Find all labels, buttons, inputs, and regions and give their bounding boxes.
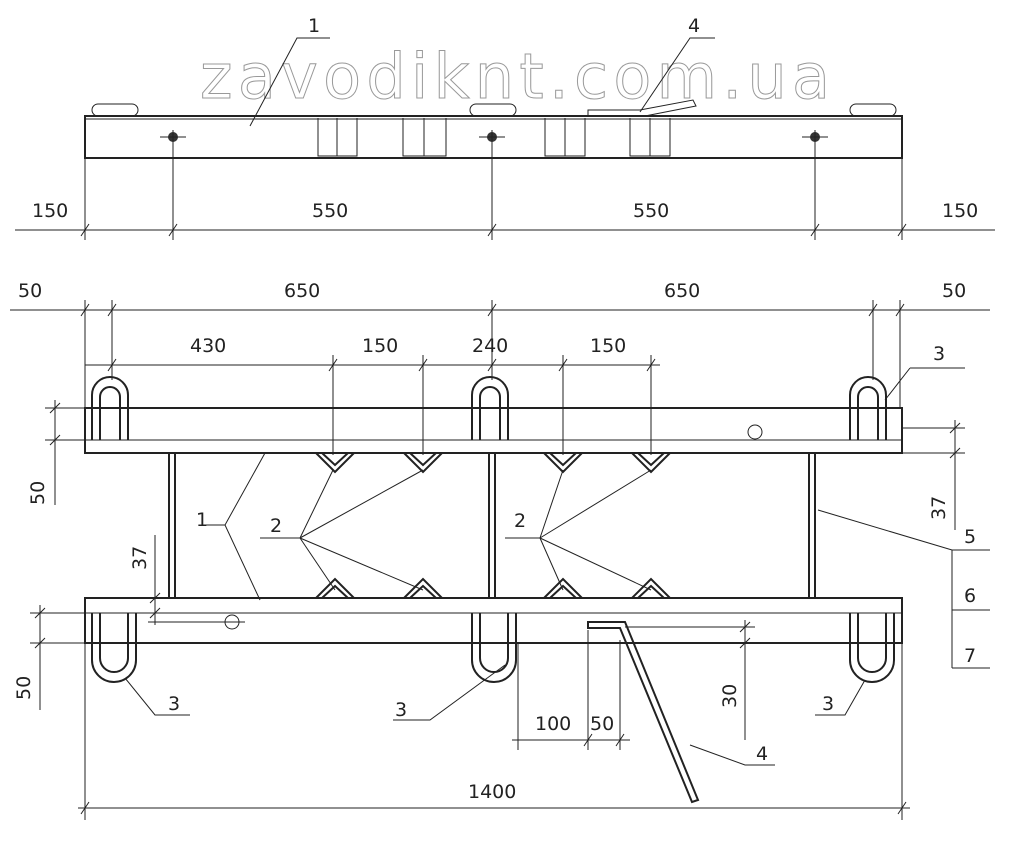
dim-550-left: 550 xyxy=(312,200,348,222)
chevron-teeth xyxy=(315,452,671,599)
hole-top xyxy=(747,424,763,440)
callout-3-b2: 3 xyxy=(395,699,407,721)
dim-50-vertical-top: 50 xyxy=(27,481,49,505)
callout-3-top: 3 xyxy=(933,343,945,365)
dimension-lines-plan xyxy=(10,300,990,820)
dim-650-right: 650 xyxy=(664,280,700,302)
nut-icons xyxy=(160,132,828,142)
dim-550-right: 550 xyxy=(633,200,669,222)
callout-1: 1 xyxy=(196,509,208,531)
dim-150-left: 150 xyxy=(32,200,68,222)
dim-1400: 1400 xyxy=(468,781,516,803)
handle-side xyxy=(587,99,697,117)
dim-650-left: 650 xyxy=(284,280,320,302)
callout-2a: 2 xyxy=(270,515,282,537)
callout-4: 4 xyxy=(688,15,700,37)
watermark: zavodiknt.com.ua xyxy=(200,40,830,113)
callout-3-b1: 3 xyxy=(168,693,180,715)
dim-150-right: 150 xyxy=(942,200,978,222)
top-view: 150 550 550 150 1 4 xyxy=(15,15,995,240)
dim-50-left: 50 xyxy=(18,280,42,302)
callout-2b: 2 xyxy=(514,510,526,532)
dim-50-right: 50 xyxy=(942,280,966,302)
u-bolts xyxy=(91,376,895,683)
dim-150-b: 150 xyxy=(590,335,626,357)
chevron-projections xyxy=(317,118,671,157)
handle xyxy=(587,621,700,804)
callout-4: 4 xyxy=(756,743,768,765)
connecting-rods xyxy=(168,453,816,598)
dim-150-a: 150 xyxy=(362,335,398,357)
dim-100: 100 xyxy=(535,713,571,735)
top-bar xyxy=(84,407,903,454)
bottom-bar xyxy=(84,597,903,644)
dim-30: 30 xyxy=(719,684,741,708)
dim-430: 430 xyxy=(190,335,226,357)
callout-7: 7 xyxy=(964,645,976,667)
dim-37-left: 37 xyxy=(129,546,151,570)
dim-240: 240 xyxy=(472,335,508,357)
callout-5: 5 xyxy=(964,526,976,548)
u-bolt-tops xyxy=(91,103,897,117)
dim-37-right: 37 xyxy=(928,496,950,520)
callout-6: 6 xyxy=(964,585,976,607)
callout-1: 1 xyxy=(308,15,320,37)
plan-view: 50 650 650 50 430 150 240 150 50 37 50 3… xyxy=(10,280,990,820)
callout-3-b3: 3 xyxy=(822,693,834,715)
dimension-lines-top xyxy=(15,37,995,240)
dim-50-handle: 50 xyxy=(590,713,614,735)
dim-50-vertical-bottom: 50 xyxy=(13,676,35,700)
